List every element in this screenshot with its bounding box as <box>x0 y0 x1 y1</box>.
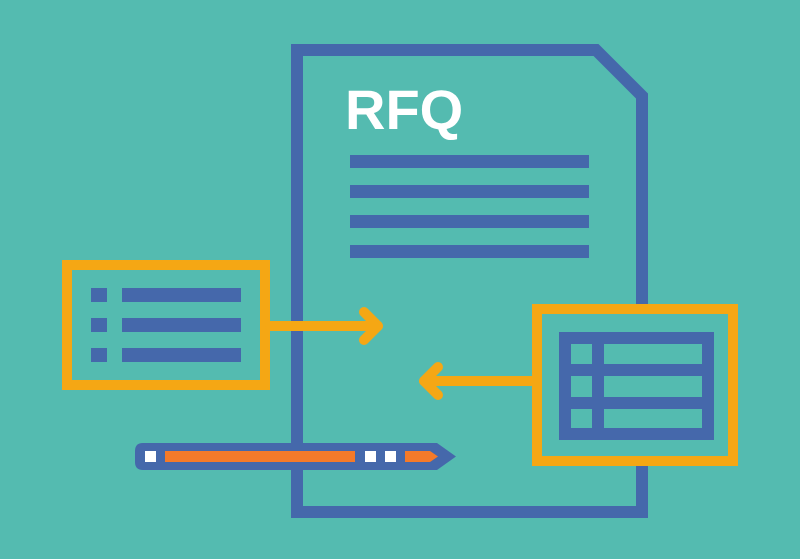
text-line <box>350 245 589 258</box>
table-box-icon <box>532 304 738 466</box>
arrow-right-icon <box>265 307 383 345</box>
list-box-icon <box>62 260 270 390</box>
text-line <box>350 215 589 228</box>
arrow-left-icon <box>419 362 537 400</box>
pencil-icon <box>135 443 456 470</box>
document-title: RFQ <box>345 78 463 141</box>
text-line <box>350 185 589 198</box>
text-line <box>350 155 589 168</box>
